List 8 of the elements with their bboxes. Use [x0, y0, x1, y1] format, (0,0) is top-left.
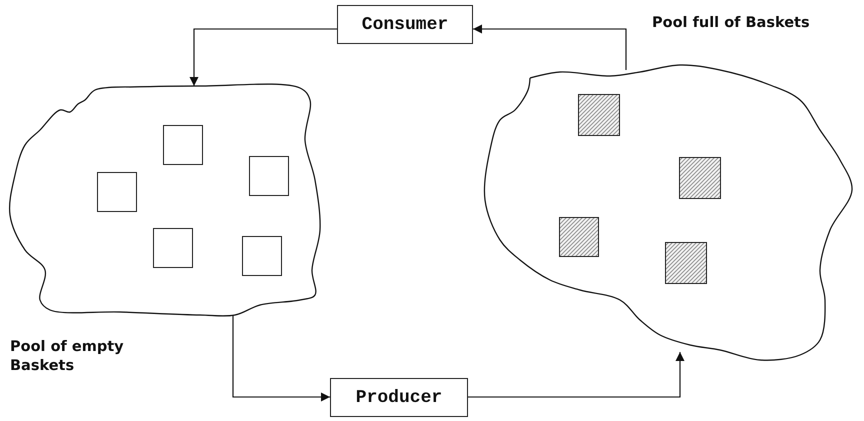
process-box: Producer [330, 378, 468, 417]
pool-label: Pool full of Baskets [652, 14, 810, 33]
arrow [190, 28, 337, 86]
arrow [232, 315, 330, 402]
pool-label: Pool of empty Baskets [10, 338, 125, 376]
arrow [468, 352, 684, 398]
arrow [473, 24, 627, 70]
process-box: Consumer [337, 5, 473, 44]
